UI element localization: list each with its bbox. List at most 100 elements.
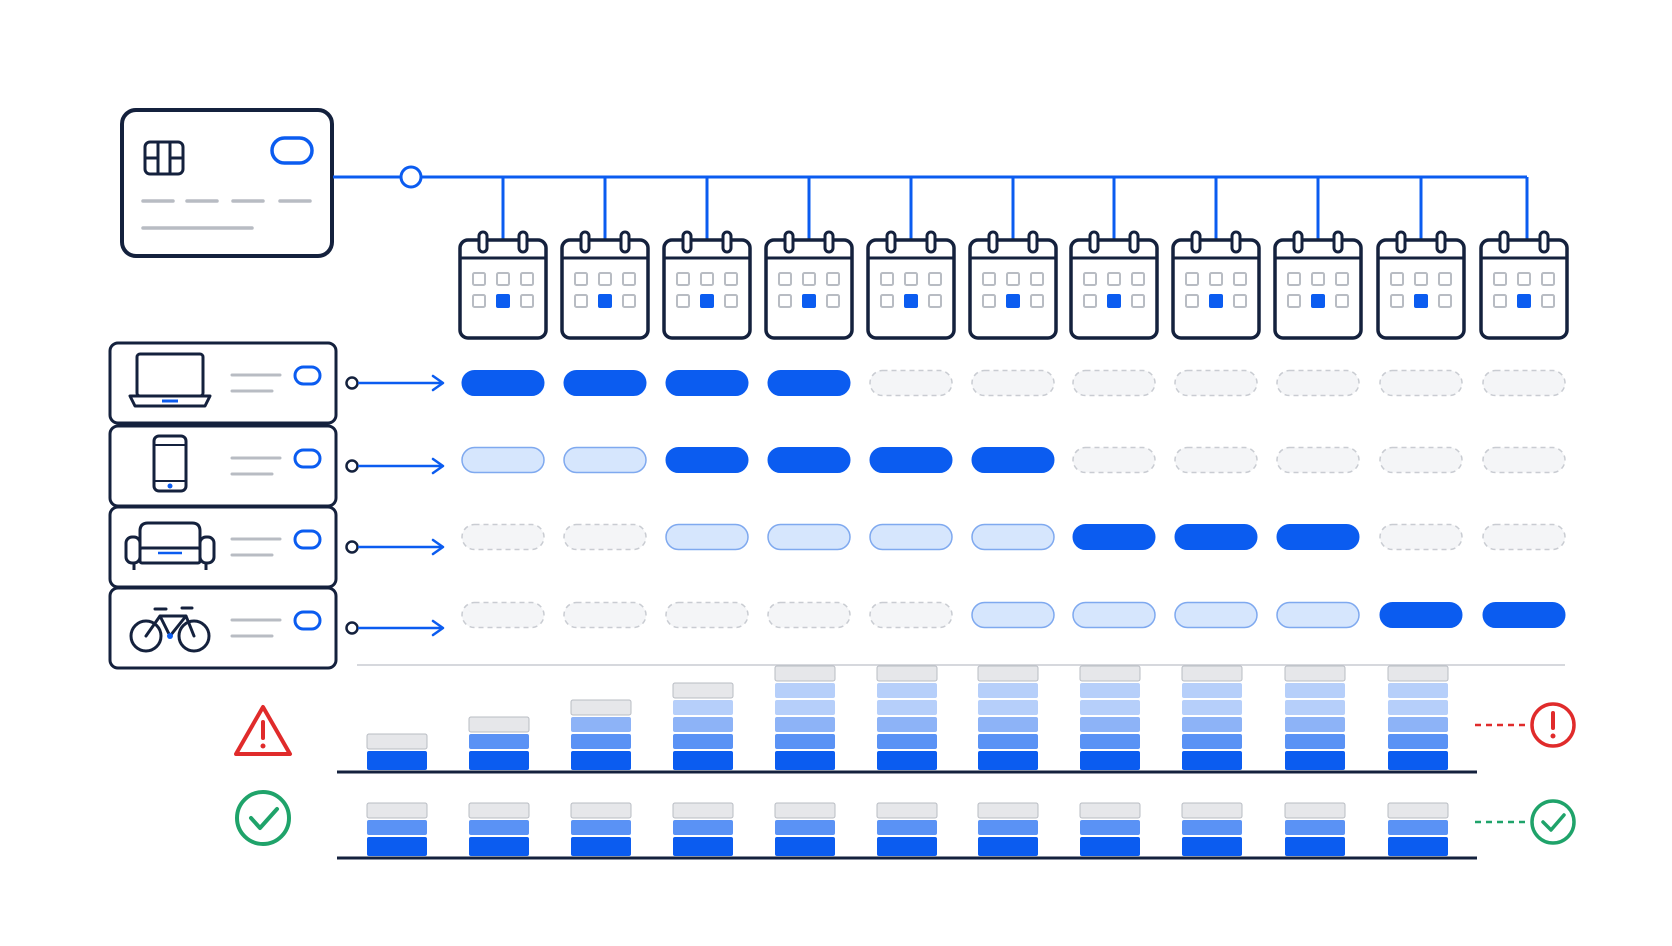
stack-layer (1388, 683, 1448, 698)
schedule-pill-active (1276, 524, 1360, 550)
stack-column (1079, 802, 1141, 856)
schedule-pill-empty (869, 601, 953, 629)
stack-layer (571, 734, 631, 749)
schedule-pill-pending (1072, 601, 1156, 629)
stack-layer (775, 751, 835, 770)
calendar-due-day (802, 294, 816, 308)
schedule-pill-empty (1276, 369, 1360, 397)
stack-cap (1387, 802, 1449, 819)
stack-layer (367, 820, 427, 835)
product-toggle-icon (293, 610, 322, 631)
product-arrow (345, 374, 445, 392)
bicycle-icon (129, 606, 211, 653)
calendar-day (778, 294, 792, 308)
calendar-ring (1230, 230, 1242, 254)
stack-group-balanced (337, 802, 1477, 860)
calendar-ring (783, 230, 795, 254)
stack-group-overloaded (337, 665, 1477, 774)
card-toggle-icon (270, 136, 314, 165)
stack-cap (672, 802, 734, 819)
stack-cap (1181, 665, 1243, 682)
calendar-icon (458, 230, 548, 340)
product-list (108, 341, 445, 670)
schedule-pill-empty (1379, 523, 1463, 551)
calendar-due-day (1517, 294, 1531, 308)
schedule-pill-active (461, 370, 545, 396)
calendar-ring (885, 230, 897, 254)
schedule-pill-active (1174, 524, 1258, 550)
stack-layer (877, 700, 937, 715)
schedule-pill-pending (461, 446, 545, 474)
schedule-pill-empty (1482, 446, 1566, 474)
stack-cap (468, 716, 530, 733)
stack-column (774, 802, 836, 856)
stack-column (672, 802, 734, 856)
calendar-body (1069, 238, 1159, 340)
schedule-pill-empty (1072, 446, 1156, 474)
stack-layer (877, 683, 937, 698)
stack-column (977, 802, 1039, 856)
stack-layer (1080, 700, 1140, 715)
schedule-pill-active (665, 370, 749, 396)
product-card-laptop (108, 341, 445, 425)
stack-layer (775, 700, 835, 715)
stack-column (570, 699, 632, 770)
calendar-ring (477, 230, 489, 254)
calendar-day (676, 272, 690, 286)
stack-cap (774, 802, 836, 819)
stack-cap (1181, 802, 1243, 819)
stack-layer (775, 820, 835, 835)
product-card-phone (108, 424, 445, 508)
stack-column (366, 733, 428, 770)
calendar-body (458, 238, 548, 340)
schedule-pill-empty (1072, 369, 1156, 397)
card-body (120, 108, 334, 258)
product-toggle-icon (293, 365, 322, 386)
schedule-pill-active (1482, 602, 1566, 628)
calendar-ring (1498, 230, 1510, 254)
calendar-day (700, 272, 714, 286)
schedule-pill-pending (971, 601, 1055, 629)
stack-cap (977, 802, 1039, 819)
stack-cap (1284, 802, 1346, 819)
calendar-ring (823, 230, 835, 254)
calendar-due-day (1006, 294, 1020, 308)
alert-circle-icon (1475, 702, 1576, 748)
calendar-ring (1435, 230, 1447, 254)
stack-layer (1182, 837, 1242, 856)
calendar-row (458, 230, 1569, 340)
stack-layer (1388, 734, 1448, 749)
calendar-icon (1376, 230, 1466, 340)
schedule-pill-empty (767, 601, 851, 629)
stack-column (570, 802, 632, 856)
calendar-day (520, 294, 534, 308)
schedule-pill-empty (869, 369, 953, 397)
calendar-ring (1027, 230, 1039, 254)
credit-card-icon (120, 108, 334, 258)
product-arrow (345, 457, 445, 475)
calendar-ring (925, 230, 937, 254)
stack-layer (775, 717, 835, 732)
stack-cap (1284, 665, 1346, 682)
schedule-pill-active (767, 370, 851, 396)
stack-layer (673, 820, 733, 835)
calendar-body (1273, 238, 1363, 340)
check-circle-end-icon (1475, 799, 1576, 845)
calendar-icon (1171, 230, 1261, 340)
stack-column (468, 716, 530, 770)
stack-cap (366, 802, 428, 819)
stack-layer (1080, 837, 1140, 856)
stack-column (1284, 802, 1346, 856)
stack-cap (570, 699, 632, 716)
stack-layer (673, 751, 733, 770)
calendar-day (574, 272, 588, 286)
calendar-icon (560, 230, 650, 340)
calendar-day (472, 272, 486, 286)
calendar-day (904, 272, 918, 286)
stack-layer (1182, 820, 1242, 835)
product-toggle-icon (293, 529, 322, 550)
calendar-day (1541, 294, 1555, 308)
stack-layer (978, 734, 1038, 749)
calendar-day (724, 294, 738, 308)
calendar-day (1030, 294, 1044, 308)
